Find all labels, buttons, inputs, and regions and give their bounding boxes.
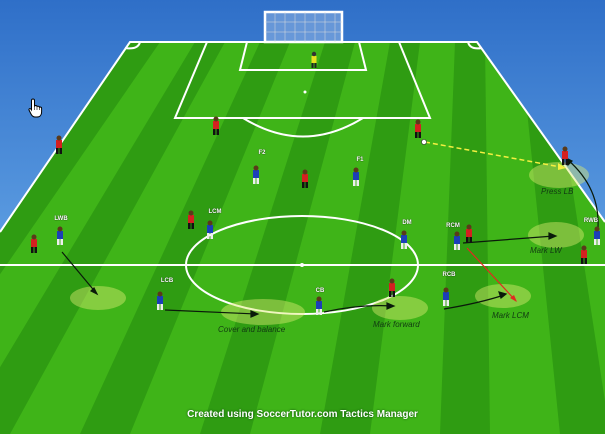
label-lwb: LWB (54, 216, 68, 222)
annotation-mark-lcm: Mark LCM (492, 311, 529, 320)
red-player (389, 278, 395, 297)
red-player (31, 234, 37, 253)
blue-player-f2 (253, 165, 259, 184)
zone-mark-forward (372, 296, 428, 320)
blue-player-rcm (454, 231, 460, 250)
movement-arrows (61, 156, 599, 318)
label-rwb: RWB (583, 218, 599, 224)
label-cb: CB (315, 288, 325, 294)
red-team (31, 116, 587, 297)
zone-lwb-cover (70, 286, 126, 310)
blue-player-f1 (353, 167, 359, 186)
blue-player-rcb (443, 287, 449, 306)
label-lcb: LCB (160, 278, 174, 284)
penalty-spot (303, 90, 307, 94)
blue-player-rwb (594, 226, 600, 245)
red-player (213, 116, 219, 135)
blue-player-cb (316, 296, 322, 315)
annotation-press-lb: Press LB (541, 187, 574, 196)
red-run-arrowhead (510, 295, 517, 302)
red-player (188, 210, 194, 229)
annotation-mark-lw: Mark LW (530, 246, 562, 255)
center-spot (300, 263, 304, 267)
blue-player-dm (401, 230, 407, 249)
red-player (581, 245, 587, 264)
red-player (302, 169, 308, 188)
zone-mark-lw (528, 222, 584, 248)
label-f1: F1 (356, 157, 364, 163)
goal-frame-icon (263, 10, 344, 44)
pitch-stripes (0, 42, 605, 434)
blue-player-lcm (207, 220, 213, 239)
label-lcm: LCM (208, 209, 222, 215)
blue-team (57, 165, 600, 315)
label-rcm: RCM (446, 223, 460, 229)
label-dm: DM (402, 220, 412, 226)
blue-player-lcb (157, 291, 163, 310)
red-player (562, 146, 568, 165)
red-run-arrow (466, 247, 517, 302)
zone-cover-and-balance (221, 299, 305, 325)
red-player (466, 224, 472, 243)
label-rcb: RCB (442, 272, 456, 278)
label-f2: F2 (258, 150, 266, 156)
red-player (56, 135, 62, 154)
goalkeeper-player (311, 51, 317, 68)
annotation-cover-and-balance: Cover and balance (218, 325, 286, 334)
ball-icon (421, 139, 427, 145)
zone-press-lb (529, 162, 589, 188)
hand-pointer-icon (28, 98, 43, 118)
annotation-mark-forward: Mark forward (373, 320, 420, 329)
red-player (415, 119, 421, 138)
pass-arrowhead (558, 163, 566, 170)
blue-player-lwb (57, 226, 63, 245)
credit-text: Created using SoccerTutor.com Tactics Ma… (187, 409, 418, 420)
